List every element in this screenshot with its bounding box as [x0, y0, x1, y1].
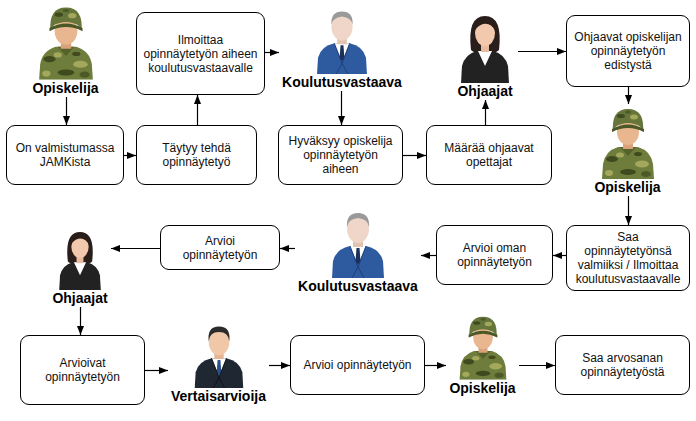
manager-icon [328, 203, 388, 278]
flow-arrow [265, 52, 279, 53]
process-box: Määrää ohjaavat opettajat [426, 125, 552, 185]
role-label: Ohjaajat [49, 290, 111, 307]
process-box: Hyväksyy opiskelija opinnäytetyön aiheen [278, 125, 403, 185]
reviewer-icon [191, 318, 247, 388]
flow-arrow [485, 100, 486, 125]
flow-arrow [66, 97, 67, 125]
flow-arrow [124, 155, 136, 156]
box-text: Hyväksyy opiskelija opinnäytetyön aiheen [285, 134, 396, 176]
person-node: Koulutusvastaava [295, 203, 421, 295]
process-box: Arvioivat opinnäytetyön [20, 335, 145, 405]
flow-arrow [628, 196, 629, 225]
manager-icon [313, 2, 371, 74]
box-text: Arvioivat opinnäytetyön [27, 356, 138, 384]
process-box: On valmistumassa JAMKista [6, 125, 124, 185]
process-box: Täytyy tehdä opinnäytetyö [136, 125, 257, 185]
supervisor-icon [455, 8, 515, 83]
person-node: Opiskelija [29, 2, 102, 97]
role-label: Koulutusvastaava [295, 278, 421, 295]
box-text: Ohjaavat opiskelijan opinnäytetyön edist… [573, 30, 683, 72]
flow-arrow [80, 307, 81, 335]
soldier-icon [35, 2, 97, 80]
box-text: Ilmoittaa opinnäytetyön aiheen koulutusv… [143, 33, 258, 75]
soldier-icon [598, 104, 658, 179]
box-text: Arvioi opinnäytetyön [167, 234, 273, 262]
flow-arrow [628, 87, 629, 104]
box-text: Arvioi oman opinnäytetyön [443, 241, 546, 269]
person-node: Ohjaajat [452, 8, 518, 100]
process-box: Ilmoittaa opinnäytetyön aiheen koulutusv… [136, 12, 265, 95]
flow-arrow [341, 91, 342, 125]
flow-arrow [280, 248, 295, 249]
process-box: Ohjaavat opiskelijan opinnäytetyön edist… [566, 15, 690, 87]
box-text: Arvioi opinnäytetyön [303, 358, 411, 372]
role-label: Opiskelija [446, 380, 519, 397]
role-label: Koulutusvastaava [279, 74, 405, 91]
flow-arrow [519, 365, 555, 366]
role-label: Ohjaajat [452, 83, 518, 100]
person-node: Ohjaajat [49, 225, 111, 307]
flow-arrow [111, 248, 160, 249]
flow-arrow [518, 51, 566, 52]
role-label: Vertaisarvioija [168, 388, 269, 405]
flow-arrow [553, 255, 566, 256]
process-box: Arvioi opinnäytetyön [160, 225, 280, 270]
flow-arrow [425, 365, 446, 366]
flow-arrow [145, 370, 168, 371]
process-box: Arvioi opinnäytetyön [290, 335, 425, 395]
supervisor-icon [54, 225, 106, 290]
process-box: Saa opinnäytetyönsä valmiiksi / Ilmoitta… [566, 225, 690, 291]
box-text: Määrää ohjaavat opettajat [433, 141, 545, 169]
person-node: Koulutusvastaava [279, 2, 405, 91]
flow-arrow [197, 95, 198, 125]
process-box: Saa arvosanan opinnäytetyöstä [555, 335, 690, 395]
box-text: Saa opinnäytetyönsä valmiiksi / Ilmoitta… [573, 230, 683, 286]
role-label: Opiskelija [29, 80, 102, 97]
role-label: Opiskelija [591, 179, 664, 196]
box-text: On valmistumassa JAMKista [13, 141, 117, 169]
flow-arrow [269, 365, 290, 366]
flow-arrow [421, 255, 436, 256]
box-text: Saa arvosanan opinnäytetyöstä [562, 351, 683, 379]
soldier-icon [456, 312, 510, 380]
person-node: Vertaisarvioija [168, 318, 269, 405]
person-node: Opiskelija [591, 104, 664, 196]
person-node: Opiskelija [446, 312, 519, 397]
flow-arrow [403, 155, 426, 156]
process-box: Arvioi oman opinnäytetyön [436, 225, 553, 285]
box-text: Täytyy tehdä opinnäytetyö [143, 141, 250, 169]
